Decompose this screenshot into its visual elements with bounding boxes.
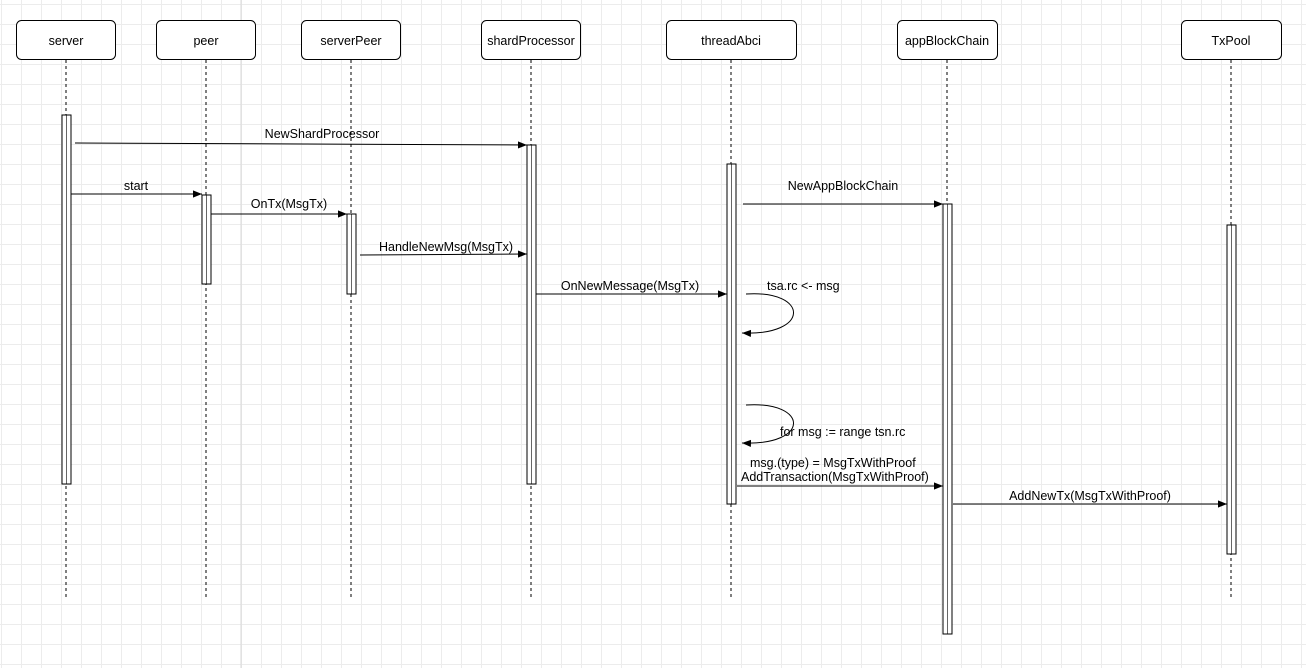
actor-appBlockChain: appBlockChain <box>897 20 998 60</box>
message-label: for msg := range tsn.rc <box>780 425 905 439</box>
message-arrow <box>74 141 528 149</box>
actor-shardProcessor: shardProcessor <box>481 20 581 60</box>
message-label: tsa.rc <- msg <box>767 279 840 293</box>
message-label: NewShardProcessor <box>265 127 380 141</box>
actor-threadAbci-label: threadAbci <box>701 34 761 48</box>
message-self-range-loop: for msg := range tsn.rc <box>741 404 905 447</box>
actor-serverPeer: serverPeer <box>301 20 401 60</box>
actor-TxPool-label: TxPool <box>1212 34 1251 48</box>
message-on-tx: OnTx(MsgTx) <box>211 197 347 218</box>
message-label: OnTx(MsgTx) <box>251 197 327 211</box>
message-handle-new-msg: HandleNewMsg(MsgTx) <box>359 240 528 258</box>
activation-TxPool <box>1226 224 1237 555</box>
message-label: HandleNewMsg(MsgTx) <box>379 240 513 254</box>
message-new-app-block-chain: NewAppBlockChain <box>743 179 943 208</box>
message-label: start <box>124 179 149 193</box>
actor-TxPool: TxPool <box>1181 20 1282 60</box>
message-label: NewAppBlockChain <box>788 179 899 193</box>
activation-appBlockChain <box>942 203 953 635</box>
message-label-line2: AddTransaction(MsgTxWithProof) <box>741 470 929 484</box>
message-arrow <box>359 250 528 258</box>
message-add-new-tx: AddNewTx(MsgTxWithProof) <box>953 489 1227 508</box>
message-self-tsa-rc: tsa.rc <- msg <box>741 279 840 337</box>
actor-peer-label: peer <box>193 34 218 48</box>
actor-peer: peer <box>156 20 256 60</box>
activation-serverPeer <box>346 213 357 295</box>
actor-threadAbci: threadAbci <box>666 20 797 60</box>
actor-serverPeer-label: serverPeer <box>320 34 381 48</box>
message-label: AddNewTx(MsgTxWithProof) <box>1009 489 1171 503</box>
actor-server: server <box>16 20 116 60</box>
message-add-transaction: msg.(type) = MsgTxWithProof AddTransacti… <box>737 456 943 490</box>
activation-shardProcessor <box>526 144 537 485</box>
self-message-arrow <box>741 293 794 337</box>
message-on-new-message: OnNewMessage(MsgTx) <box>536 279 727 298</box>
actor-server-label: server <box>49 34 84 48</box>
actor-shardProcessor-label: shardProcessor <box>487 34 575 48</box>
message-label-line1: msg.(type) = MsgTxWithProof <box>750 456 916 470</box>
message-new-shard-processor: NewShardProcessor <box>74 127 528 149</box>
self-message-arrow <box>741 404 794 447</box>
actor-appBlockChain-label: appBlockChain <box>905 34 989 48</box>
message-start: start <box>71 179 202 198</box>
activation-threadAbci <box>726 163 737 505</box>
activation-peer <box>201 194 212 285</box>
message-label: OnNewMessage(MsgTx) <box>561 279 699 293</box>
activation-server <box>61 114 72 485</box>
